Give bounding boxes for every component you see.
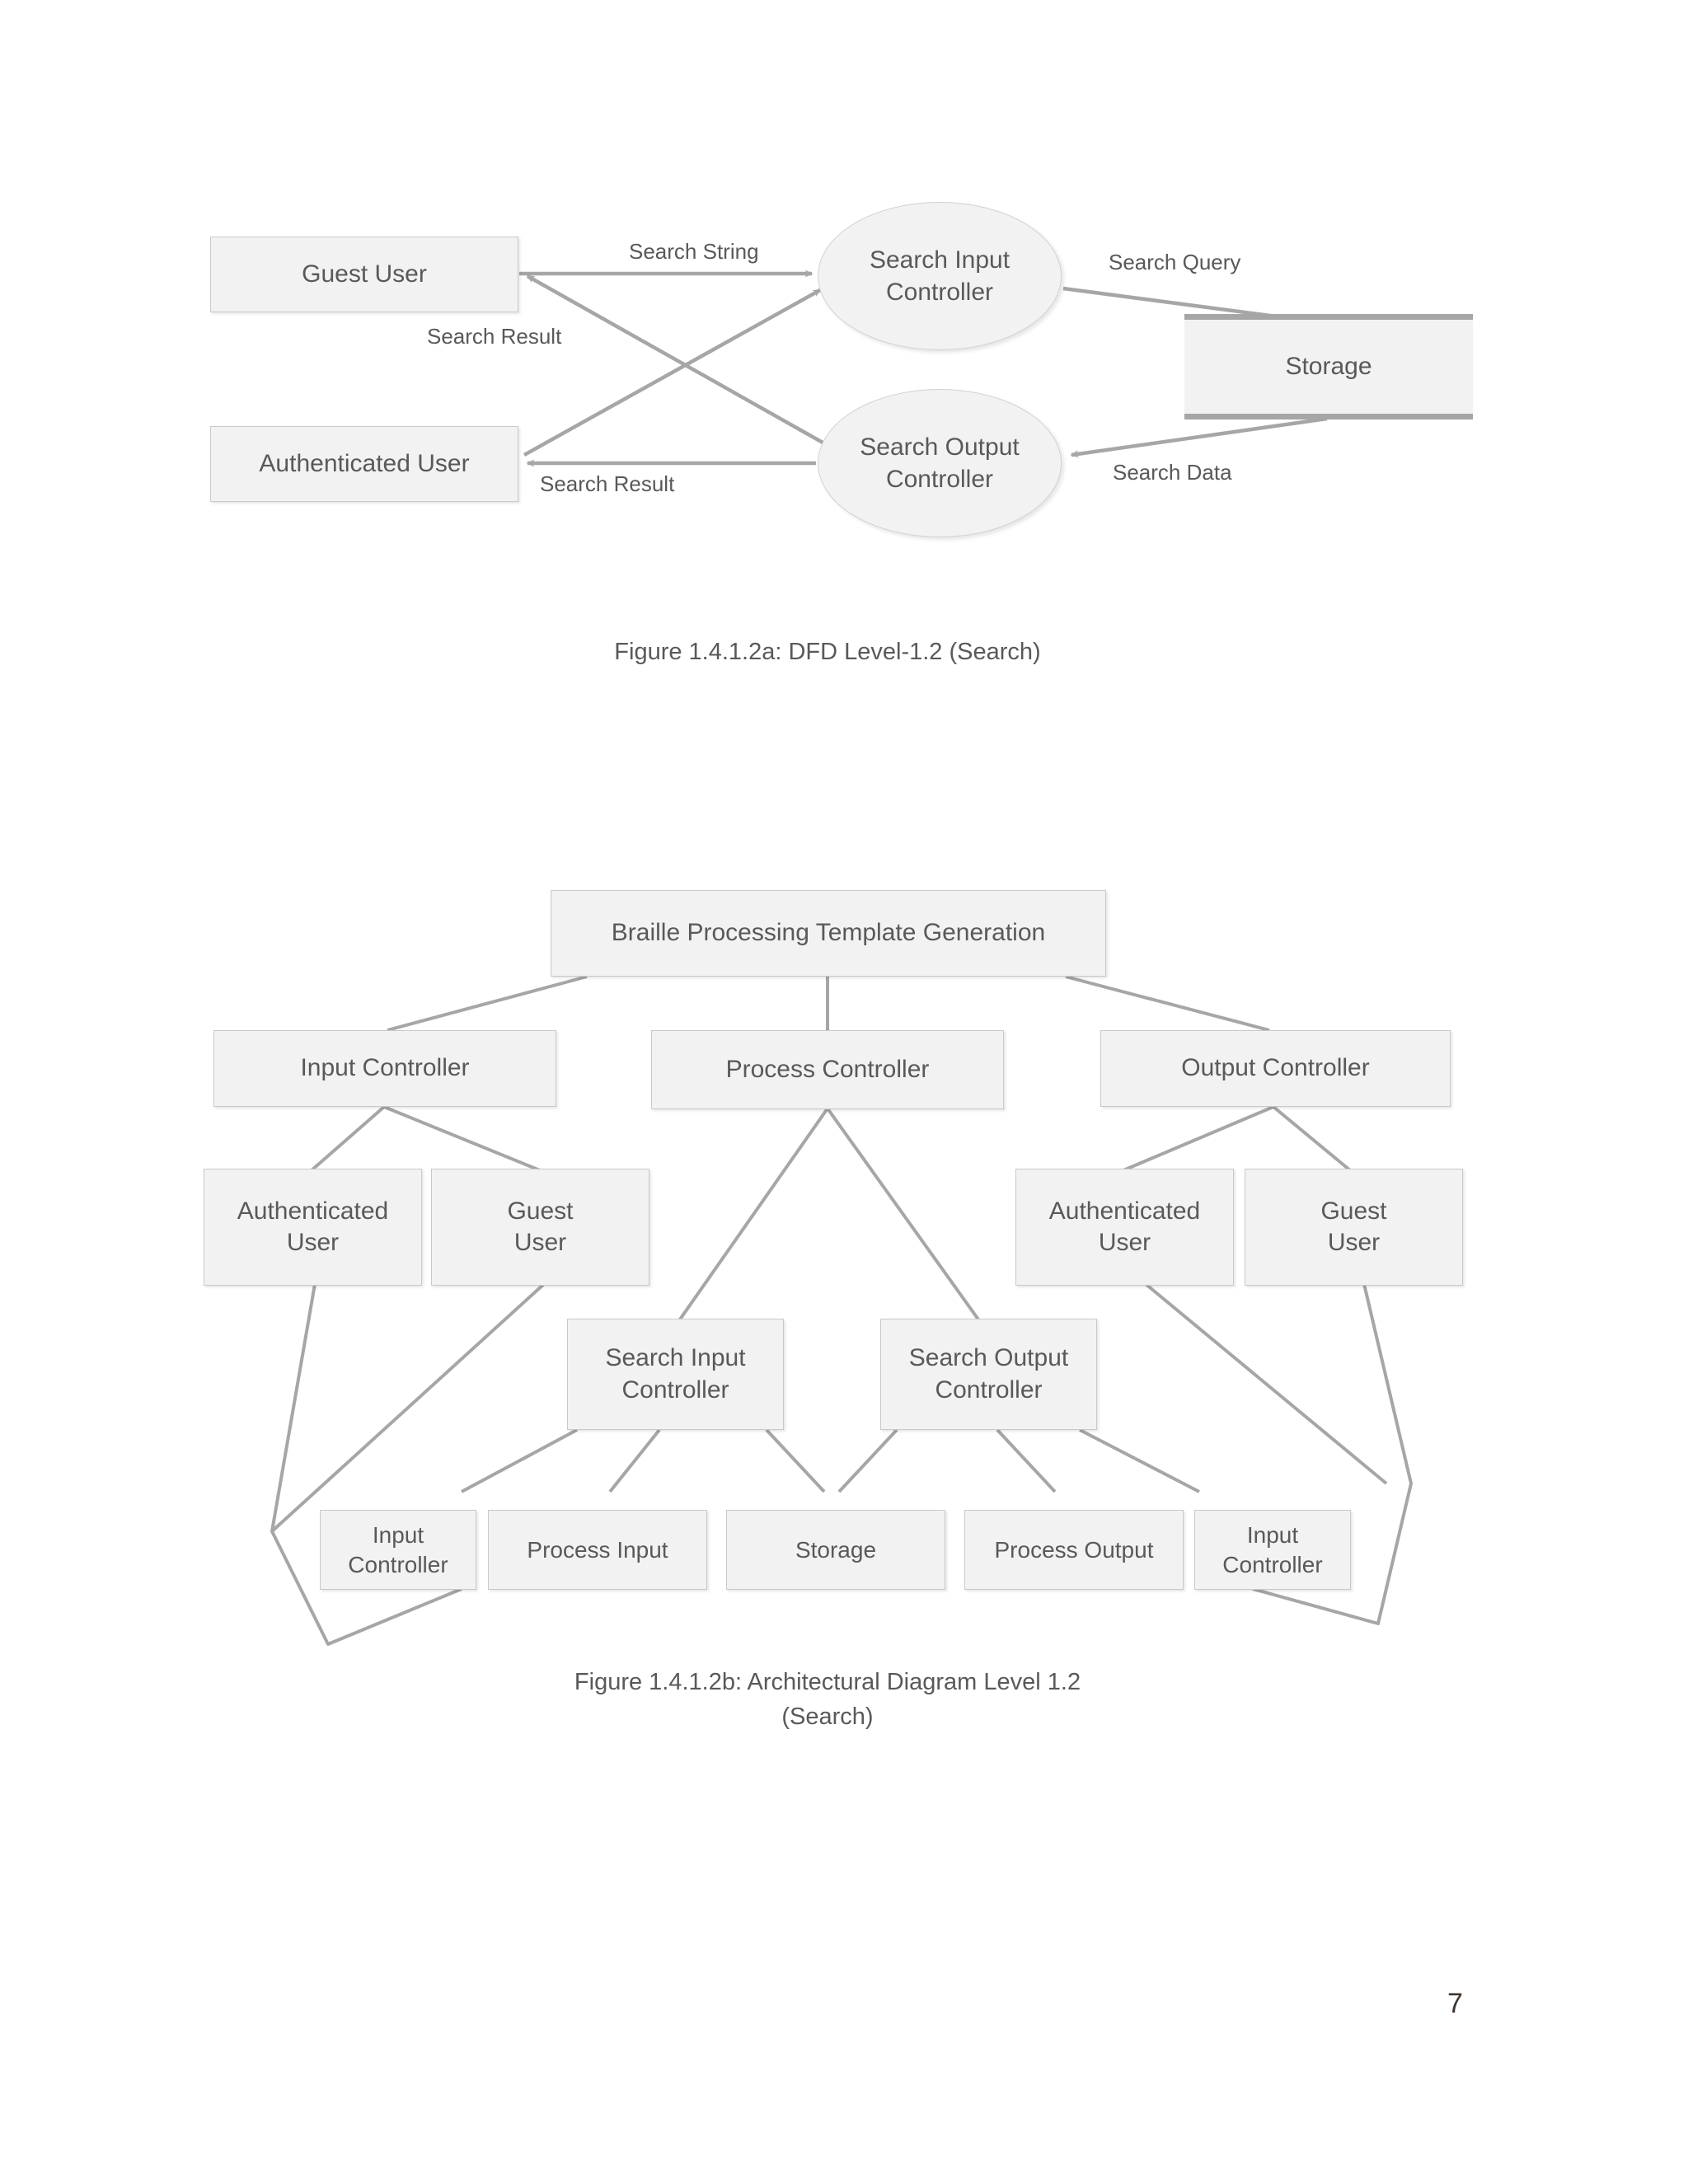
arch-soc-line2: Controller	[935, 1376, 1043, 1404]
arch-node-storage-bottom[interactable]: Storage	[726, 1510, 945, 1590]
dfd-node-authenticated-user[interactable]: Authenticated User	[210, 426, 518, 502]
dfd-sic-line1: Search Input	[869, 246, 1010, 274]
dfd-node-search-input-controller[interactable]: Search Input Controller	[818, 202, 1062, 350]
dfd-soc-line2: Controller	[885, 466, 994, 493]
arrow-search-result-guest	[526, 274, 826, 445]
dfd-caption-text: Figure 1.4.1.2a: DFD Level-1.2 (Search)	[614, 639, 1041, 665]
page-number-text: 7	[1447, 1988, 1463, 2019]
dfd-label-search-query-text: Search Query	[1109, 250, 1241, 274]
dfd-label-search-result-bottom-text: Search Result	[540, 471, 675, 496]
arch-node-root[interactable]: Braille Processing Template Generation	[551, 890, 1106, 977]
arch-process-output-label: Process Output	[994, 1536, 1154, 1563]
arch-guest-user-right-line2: User	[1327, 1229, 1381, 1256]
arch-auth-user-right-line2: User	[1098, 1229, 1151, 1256]
arch-node-output-controller[interactable]: Output Controller	[1100, 1030, 1451, 1107]
arch-sic-line1: Search Input	[605, 1344, 746, 1372]
page-number: 7	[1447, 1988, 1463, 2020]
arch-node-authenticated-user-left[interactable]: Authenticated User	[204, 1169, 422, 1286]
arch-icbl-line2: Controller	[348, 1551, 448, 1577]
arch-icbr-line1: Input	[1246, 1521, 1299, 1548]
dfd-label-search-query: Search Query	[1109, 250, 1240, 275]
arch-node-input-controller-bottom-right[interactable]: Input Controller	[1194, 1510, 1351, 1590]
arch-node-search-input-controller[interactable]: Search Input Controller	[567, 1319, 784, 1430]
arch-guest-user-left-label: Guest User	[507, 1196, 573, 1259]
dfd-node-search-output-controller[interactable]: Search Output Controller	[818, 389, 1062, 537]
arch-node-guest-user-left[interactable]: Guest User	[431, 1169, 649, 1286]
arch-guest-user-right-line1: Guest	[1320, 1197, 1387, 1225]
dfd-label-search-data-text: Search Data	[1113, 460, 1232, 485]
arch-root-label: Braille Processing Template Generation	[611, 919, 1046, 947]
arch-input-controller-bottom-right-label: Input Controller	[1222, 1521, 1322, 1580]
arch-auth-user-left-label: Authenticated User	[237, 1196, 388, 1259]
arch-sic-line2: Controller	[621, 1376, 729, 1404]
arch-node-authenticated-user-right[interactable]: Authenticated User	[1015, 1169, 1234, 1286]
arch-node-process-input[interactable]: Process Input	[488, 1510, 707, 1590]
dfd-storage-label: Storage	[1285, 353, 1372, 380]
arch-caption-line1: Figure 1.4.1.2b: Architectural Diagram L…	[574, 1669, 1081, 1695]
arch-caption: Figure 1.4.1.2b: Architectural Diagram L…	[432, 1665, 1223, 1734]
arch-process-controller-label: Process Controller	[725, 1055, 930, 1083]
dfd-node-storage[interactable]: Storage	[1184, 314, 1473, 419]
arch-auth-user-left-line1: Authenticated	[237, 1197, 389, 1225]
arch-guest-user-left-line2: User	[513, 1229, 567, 1256]
dfd-soc-line1: Search Output	[860, 434, 1020, 461]
dfd-node-guest-user[interactable]: Guest User	[210, 237, 518, 312]
arch-auth-user-right-line1: Authenticated	[1048, 1197, 1201, 1225]
dfd-sic-line2: Controller	[885, 279, 994, 306]
dfd-guest-user-label: Guest User	[302, 260, 427, 288]
arch-storage-bottom-label: Storage	[795, 1536, 877, 1563]
arch-node-input-controller[interactable]: Input Controller	[213, 1030, 556, 1107]
arch-node-process-output[interactable]: Process Output	[964, 1510, 1184, 1590]
arch-output-controller-label: Output Controller	[1181, 1054, 1370, 1082]
arch-icbr-line2: Controller	[1222, 1551, 1323, 1577]
dfd-search-output-controller-label: Search Output Controller	[860, 431, 1019, 495]
arch-guest-user-right-label: Guest User	[1320, 1196, 1386, 1259]
dfd-label-search-string: Search String	[629, 239, 759, 265]
arch-process-input-label: Process Input	[527, 1536, 668, 1563]
arch-input-controller-label: Input Controller	[300, 1054, 470, 1082]
dfd-search-input-controller-label: Search Input Controller	[870, 244, 1010, 308]
dfd-caption: Figure 1.4.1.2a: DFD Level-1.2 (Search)	[432, 635, 1223, 669]
dfd-label-search-result-top-text: Search Result	[427, 324, 562, 349]
dfd-label-search-result-bottom: Search Result	[540, 471, 674, 497]
arrow-auth-to-search-input	[523, 288, 822, 457]
arch-node-process-controller[interactable]: Process Controller	[651, 1030, 1004, 1109]
arch-search-input-controller-label: Search Input Controller	[605, 1343, 745, 1406]
arch-icbl-line1: Input	[372, 1521, 424, 1548]
arrow-search-data	[1070, 416, 1328, 458]
arch-node-input-controller-bottom-left[interactable]: Input Controller	[320, 1510, 476, 1590]
arch-input-controller-bottom-left-label: Input Controller	[348, 1521, 448, 1580]
arch-auth-user-right-label: Authenticated User	[1049, 1196, 1200, 1259]
dfd-label-search-string-text: Search String	[629, 239, 759, 264]
arch-node-guest-user-right[interactable]: Guest User	[1245, 1169, 1463, 1286]
arch-node-search-output-controller[interactable]: Search Output Controller	[880, 1319, 1097, 1430]
dfd-authenticated-user-label: Authenticated User	[259, 449, 470, 477]
arch-auth-user-left-line2: User	[286, 1229, 340, 1256]
dfd-label-search-data: Search Data	[1113, 460, 1232, 485]
arch-caption-line2: (Search)	[781, 1704, 874, 1731]
dfd-label-search-result-top: Search Result	[427, 324, 561, 349]
arch-guest-user-left-line1: Guest	[507, 1197, 574, 1225]
arch-search-output-controller-label: Search Output Controller	[909, 1343, 1068, 1406]
arch-soc-line1: Search Output	[908, 1344, 1069, 1372]
